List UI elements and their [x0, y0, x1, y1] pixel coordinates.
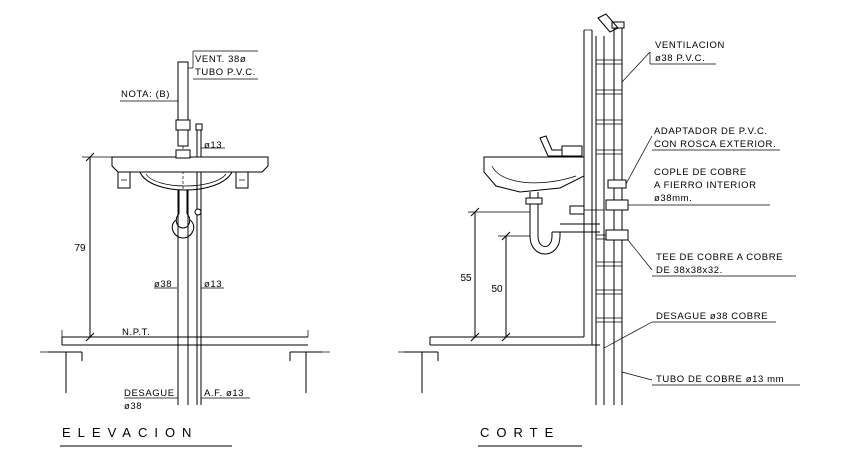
elevation-vent-label-2: TUBO P.V.C. [195, 67, 256, 78]
elevation-desague-label-2: ø38 [124, 401, 142, 412]
elevation-title: ELEVACION [62, 425, 198, 440]
elevation-npt-label: N.P.T. [122, 327, 150, 338]
elevation-desague-label-1: DESAGUE [124, 388, 175, 399]
elevation-supply-pipe [195, 123, 203, 405]
section-lavatory [483, 135, 585, 193]
section-vent-pipe [595, 13, 629, 405]
elevation-vent-drain-pipe [175, 61, 191, 405]
section-ventilacion-label-1: VENTILACION [655, 40, 725, 51]
section-height-55: 55 [460, 273, 472, 284]
elevation-nota-label: NOTA: (B) [121, 89, 170, 100]
section-view: 55 50 VENTILACION ø38 P.V.C. ADAPTADOR D… [398, 13, 800, 447]
elevation-trap [171, 190, 202, 239]
section-floor-slab [398, 336, 600, 393]
section-tee-label-2: DE 38x38x32. [656, 265, 723, 276]
section-cople-label-2: A FIERRO INTERIOR [654, 180, 757, 191]
section-ventilacion-label-2: ø38 P.V.C. [655, 53, 705, 64]
section-height-dimensions [468, 207, 530, 342]
elevation-d38-label: ø38 [154, 279, 172, 290]
section-tee-label-1: TEE DE COBRE A COBRE [656, 252, 783, 263]
section-desague-label: DESAGUE ø38 COBRE [656, 311, 768, 322]
elevation-d13-mid-label: ø13 [204, 279, 222, 290]
section-cople-label-3: ø38mm. [654, 193, 692, 204]
section-adaptador-label-2: CON ROSCA EXTERIOR. [654, 139, 776, 150]
section-height-50: 50 [491, 284, 503, 295]
section-tubo-label: TUBO DE COBRE ø13 mm [656, 374, 784, 385]
section-leaders [603, 51, 800, 386]
elevation-leaders [120, 50, 258, 399]
section-adaptador-label-1: ADAPTADOR DE P.V.C. [654, 126, 768, 137]
elevation-vent-label-1: VENT. 38ø [195, 54, 246, 65]
section-wall [583, 29, 593, 345]
elevation-d13-top-label: ø13 [204, 140, 222, 151]
section-title: CORTE [480, 425, 560, 440]
elevation-floor-slab [40, 330, 330, 393]
elevation-af-label: A.F. ø13 [204, 388, 244, 399]
elevation-height-79: 79 [74, 243, 86, 254]
elevation-view: 79 VENT. 38ø TUBO P.V.C. NOTA: (B) ø13 ø… [40, 50, 330, 447]
section-cople-label-1: COPLE DE COBRE [654, 167, 747, 178]
section-drain-trap [525, 192, 604, 255]
elevation-lavatory [111, 149, 269, 191]
elevation-height-dimension [82, 152, 112, 342]
